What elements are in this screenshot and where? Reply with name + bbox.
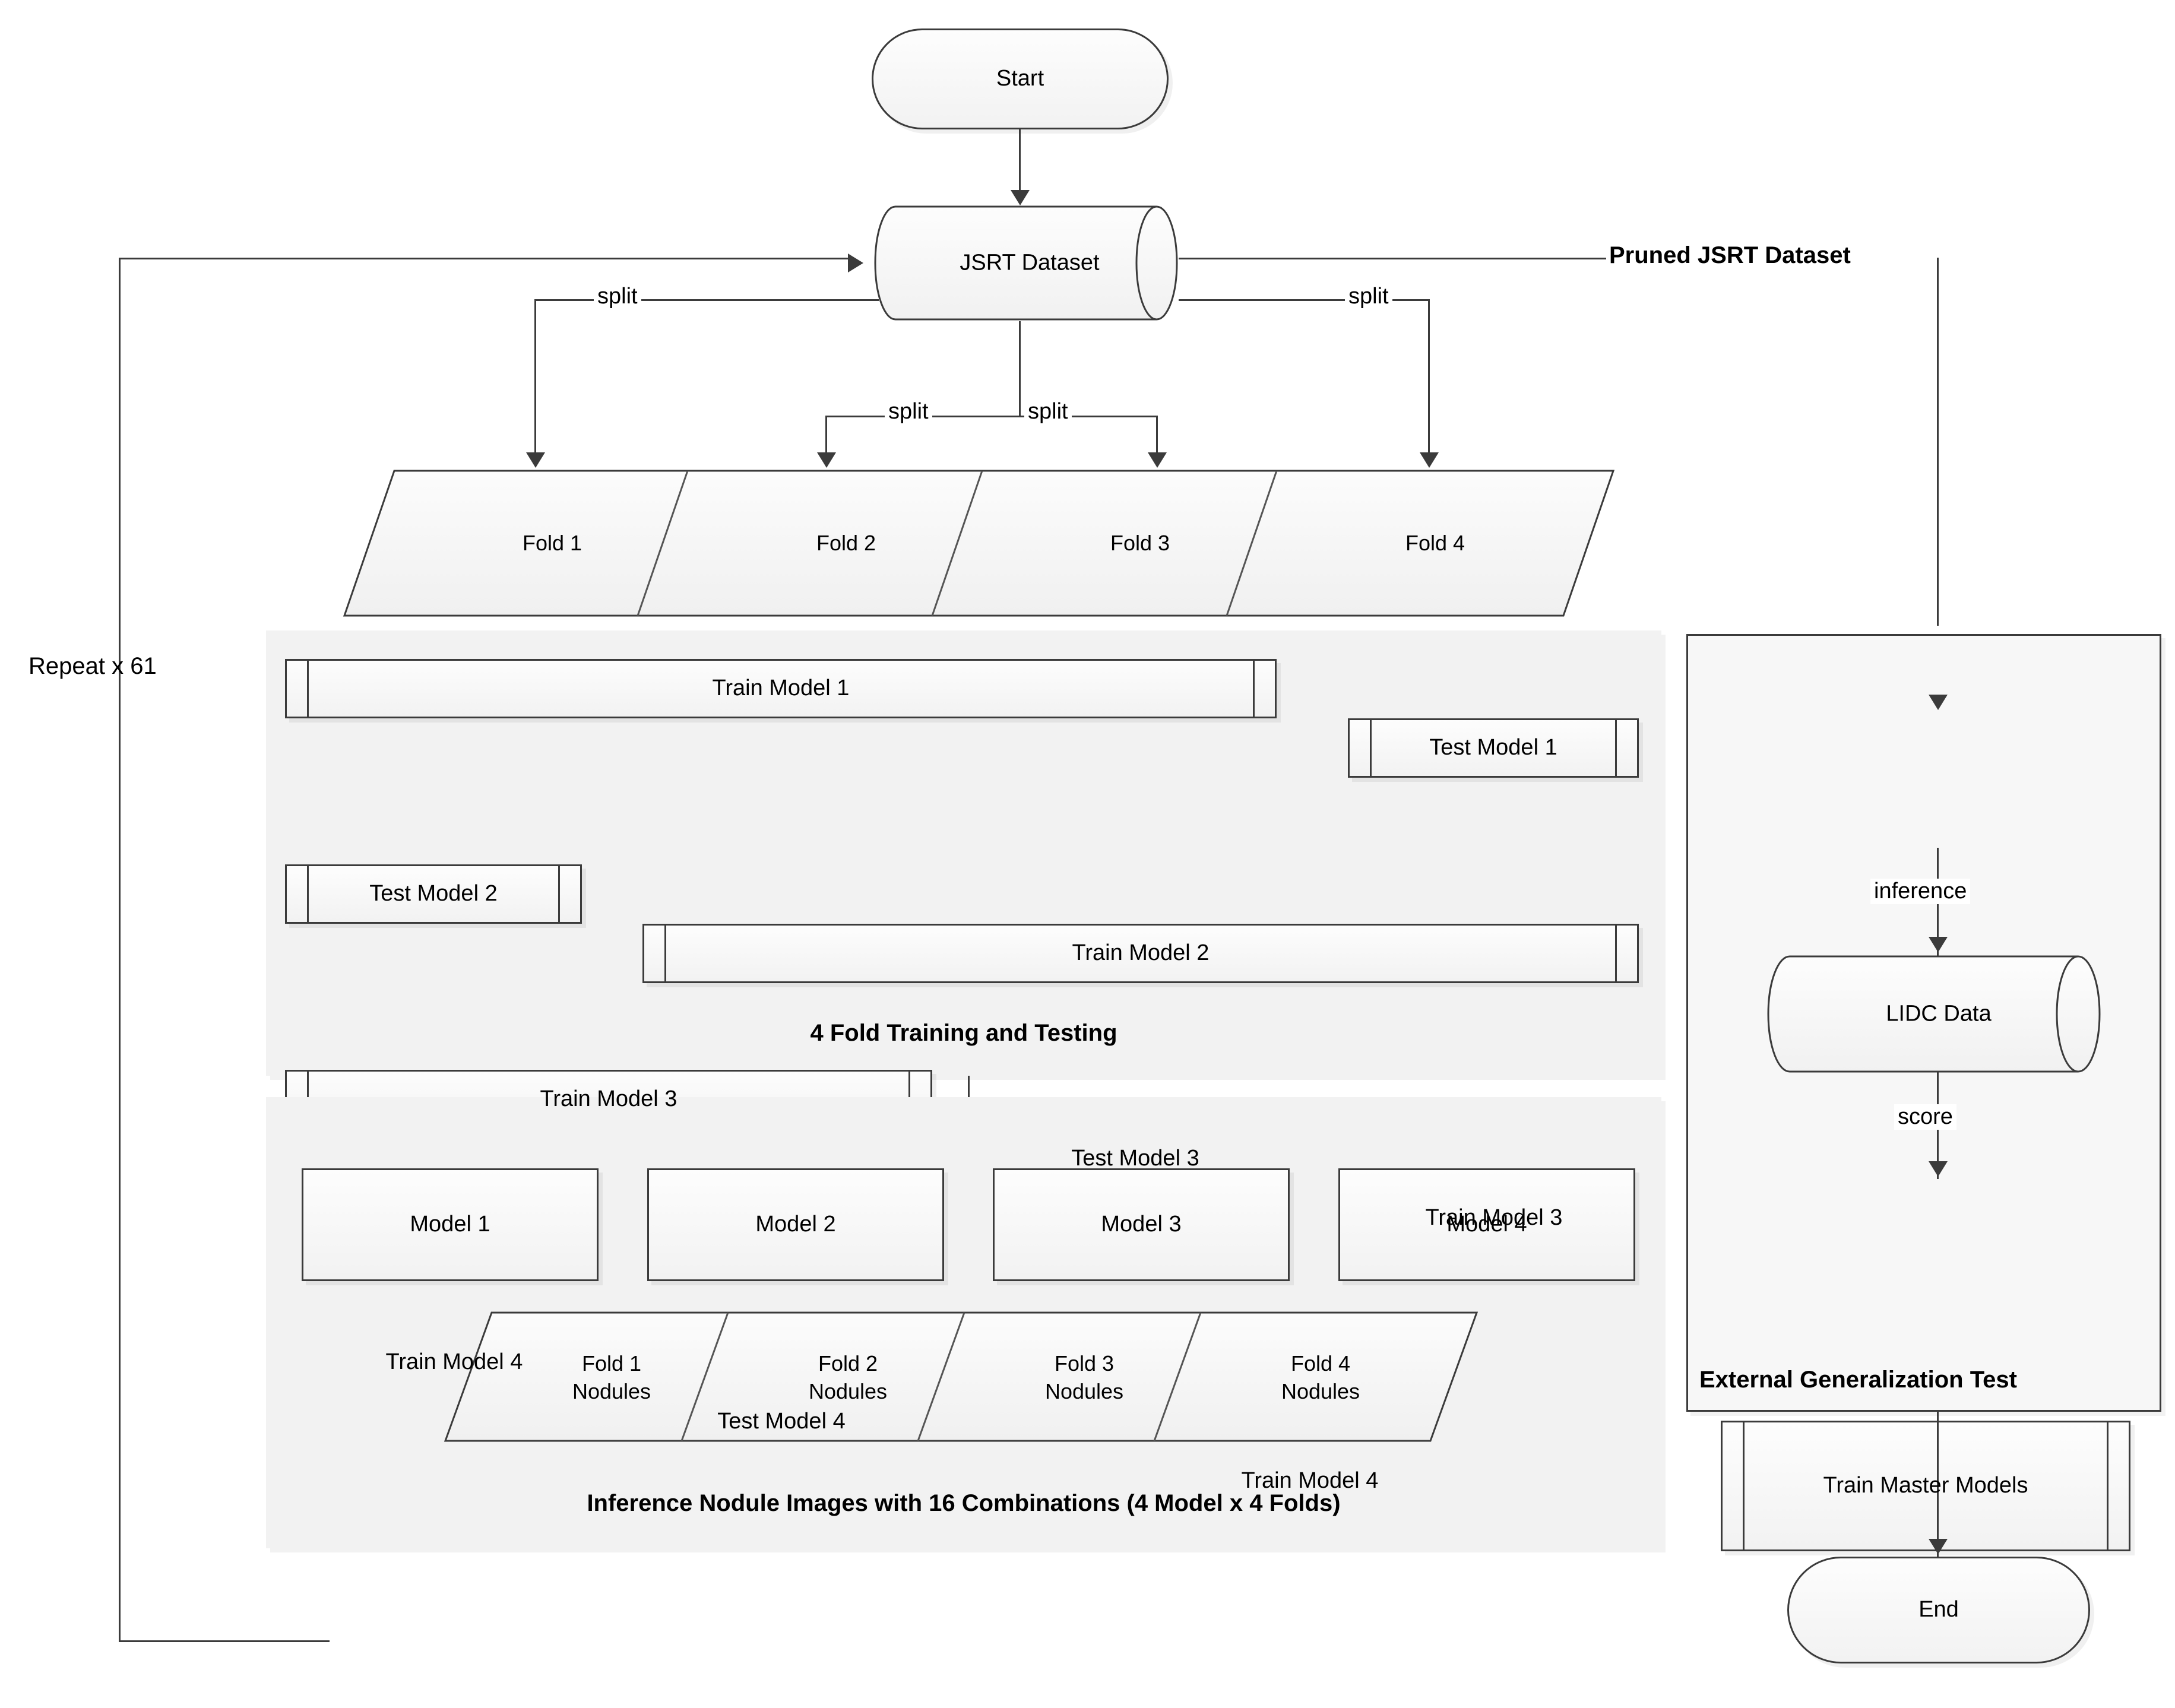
split-label-left: split — [594, 284, 641, 309]
fold-nodule-cell[interactable]: Fold 1 Nodules — [534, 1333, 689, 1422]
edge-split-mid-left-down — [825, 416, 827, 465]
edge-loop-top — [119, 258, 850, 259]
lidc-data-label: LIDC Data — [1886, 1001, 1992, 1026]
edge-split-right — [1179, 299, 1428, 301]
cylinder-shape — [1767, 955, 2101, 1073]
start-label: Start — [996, 66, 1044, 91]
test-model-2-box[interactable]: Test Model 2 — [285, 864, 582, 924]
fold-nodule-line2: Nodules — [808, 1379, 888, 1403]
train-model-1-label: Train Model 1 — [712, 676, 850, 701]
test-model-1-box[interactable]: Test Model 1 — [1348, 718, 1639, 778]
fold-label: Fold 3 — [1110, 530, 1170, 555]
fold-nodule-line1: Fold 3 — [1054, 1351, 1115, 1376]
end-node[interactable]: End — [1787, 1557, 2090, 1663]
edge-pruned-down — [1937, 258, 1939, 626]
fold-cell[interactable]: Fold 3 — [1057, 511, 1223, 576]
arrowhead-fold3 — [1148, 452, 1167, 468]
test-model-3-label: Test Model 3 — [1071, 1146, 1199, 1171]
edge-split-right-down — [1428, 299, 1430, 465]
arrowhead-start-to-jsrt — [1011, 190, 1030, 205]
fold-nodule-line1: Fold 4 — [1290, 1351, 1351, 1376]
arrowhead-into-lidc — [1929, 937, 1948, 952]
model-2-box[interactable]: Model 2 — [647, 1168, 944, 1281]
arrowhead-into-score-lidc — [1929, 1161, 1948, 1177]
fold-nodules-shape — [444, 1311, 1479, 1442]
fold-label: Fold 2 — [816, 530, 876, 555]
arrowhead-fold2 — [817, 452, 836, 468]
train-model-2-box[interactable]: Train Model 2 — [642, 924, 1639, 983]
model-4-label: Model 4 — [1446, 1212, 1527, 1237]
edge-external-to-end — [1937, 1412, 1939, 1559]
train-model-2-label: Train Model 2 — [1072, 940, 1210, 966]
fold-nodule-cell[interactable]: Fold 4 Nodules — [1243, 1333, 1398, 1422]
end-label: End — [1918, 1597, 1959, 1623]
fold-nodules-parallelogram: Fold 1 Nodules Fold 2 Nodules Fold 3 Nod… — [444, 1311, 1479, 1443]
jsrt-dataset-node[interactable]: JSRT Dataset — [874, 205, 1182, 321]
cylinder-shape — [874, 205, 1178, 321]
train-master-models-label: Train Master Models — [1823, 1473, 2028, 1498]
edge-split-mid-bar — [825, 416, 1158, 417]
edge-loop-bottom — [119, 1640, 330, 1642]
fold-label: Fold 4 — [1405, 530, 1465, 555]
external-generalization-caption: External Generalization Test — [1699, 1367, 2017, 1393]
pruned-jsrt-label: Pruned JSRT Dataset — [1609, 242, 1851, 268]
edge-start-to-jsrt — [1019, 129, 1021, 201]
edge-jsrt-down-trunk — [1019, 321, 1021, 416]
repeat-count-label: Repeat x 61 — [29, 653, 157, 679]
arrowhead-loop-into-jsrt — [848, 253, 863, 272]
fold-cell[interactable]: Fold 2 — [763, 511, 929, 576]
start-node[interactable]: Start — [872, 28, 1169, 129]
lidc-data-node[interactable]: LIDC Data — [1767, 955, 2108, 1073]
train-master-models-box[interactable]: Train Master Models — [1721, 1421, 2130, 1551]
test-model-4-label: Test Model 4 — [717, 1409, 846, 1434]
arrowhead-into-end — [1929, 1539, 1948, 1554]
fold-nodule-line2: Nodules — [1281, 1379, 1360, 1403]
test-model-1-label: Test Model 1 — [1429, 735, 1557, 760]
test-model-2-label: Test Model 2 — [369, 881, 498, 907]
model-3-label: Model 3 — [1101, 1212, 1182, 1237]
model-2-label: Model 2 — [755, 1212, 836, 1237]
split-label-mid-right: split — [1024, 399, 1072, 424]
fold-nodule-cell[interactable]: Fold 3 Nodules — [1007, 1333, 1161, 1422]
training-panel-caption: 4 Fold Training and Testing — [810, 1020, 1117, 1046]
model-4-box[interactable]: Model 4 — [1338, 1168, 1635, 1281]
fold-nodule-line2: Nodules — [572, 1379, 651, 1403]
edge-split-mid-right-down — [1156, 416, 1158, 465]
fold-nodule-line1: Fold 1 — [581, 1351, 642, 1376]
train-model-3-label-a: Train Model 3 — [540, 1086, 677, 1112]
model-1-box[interactable]: Model 1 — [302, 1168, 599, 1281]
folds-shape — [343, 470, 1615, 617]
edge-loop-left-vertical — [119, 258, 121, 1642]
fold-cell[interactable]: Fold 1 — [469, 511, 635, 576]
fold-label: Fold 1 — [522, 530, 582, 555]
folds-parallelogram: Fold 1 Fold 2 Fold 3 Fold 4 — [343, 469, 1615, 617]
train-model-4-label-b: Train Model 4 — [1241, 1468, 1379, 1494]
fold-nodule-line2: Nodules — [1044, 1379, 1124, 1403]
score-edge-label-visible: score — [1894, 1104, 1956, 1130]
jsrt-dataset-label: JSRT Dataset — [960, 250, 1100, 275]
model-1-label: Model 1 — [410, 1212, 490, 1237]
arrowhead-into-train-master — [1929, 695, 1948, 710]
edge-split-left-down — [534, 299, 536, 465]
inference-panel-caption: Inference Nodule Images with 16 Combinat… — [587, 1490, 1341, 1516]
fold-nodule-cell[interactable]: Fold 2 Nodules — [771, 1333, 925, 1422]
fold-cell[interactable]: Fold 4 — [1352, 511, 1518, 576]
train-model-3-label-b: Train Model 3 — [1425, 1205, 1563, 1231]
inference-edge-label: inference — [1870, 879, 1971, 904]
split-label-mid-left: split — [885, 399, 932, 424]
edge-pruned-jsrt — [1179, 258, 1606, 259]
train-model-1-box[interactable]: Train Model 1 — [285, 659, 1277, 718]
fold-nodule-line1: Fold 2 — [818, 1351, 878, 1376]
arrowhead-fold4 — [1420, 452, 1439, 468]
arrowhead-fold1 — [526, 452, 545, 468]
train-model-4-label-a: Train Model 4 — [385, 1349, 523, 1375]
split-label-right: split — [1345, 284, 1392, 309]
edge-split-left — [534, 299, 879, 301]
model-3-box[interactable]: Model 3 — [993, 1168, 1290, 1281]
